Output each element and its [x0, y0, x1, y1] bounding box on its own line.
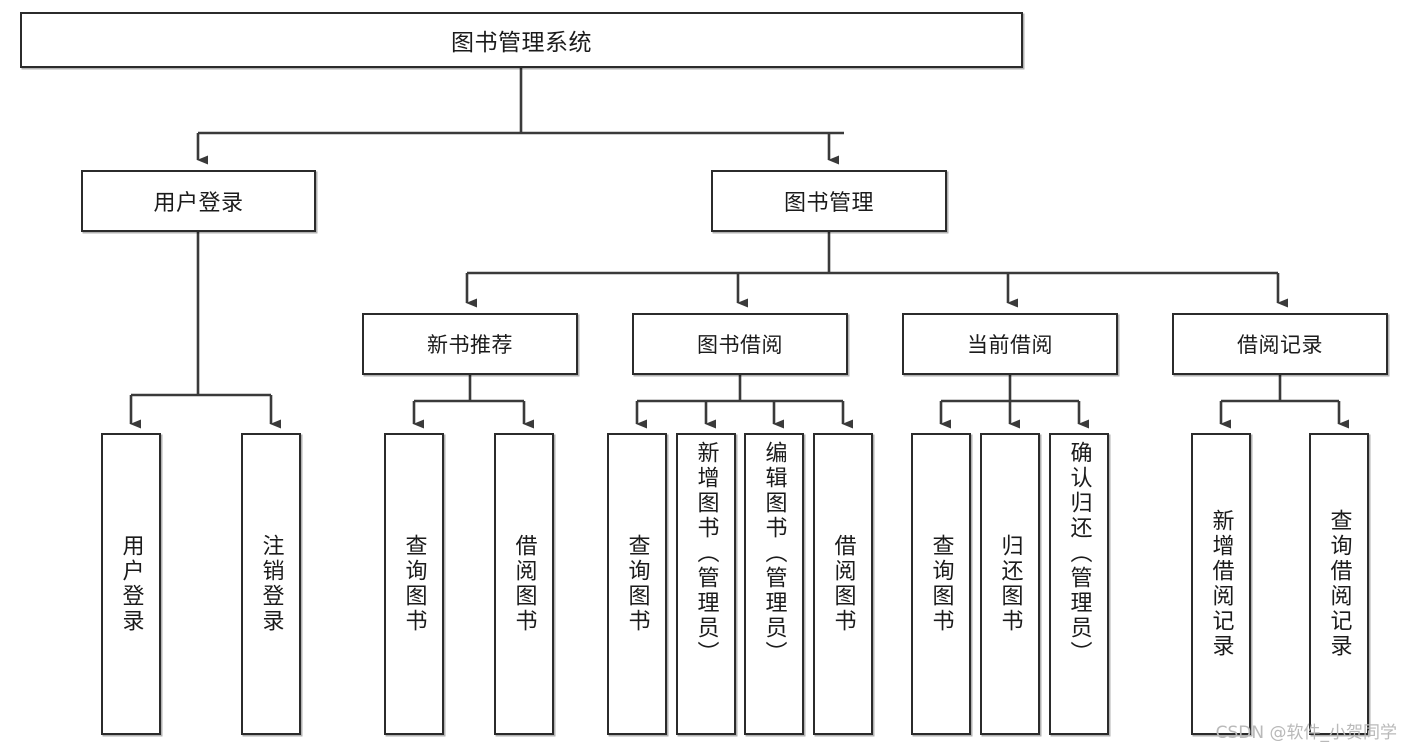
node-leaf-borrow-book-2[interactable]: 借阅图书: [813, 433, 873, 735]
node-book-borrow[interactable]: 图书借阅: [632, 313, 848, 375]
node-leaf-user-login-label: 用户登录: [118, 534, 144, 634]
node-borrow-record[interactable]: 借阅记录: [1172, 313, 1388, 375]
node-leaf-borrow-book-1[interactable]: 借阅图书: [494, 433, 554, 735]
node-leaf-logout-label: 注销登录: [258, 534, 284, 634]
node-leaf-borrow-book-2-label: 借阅图书: [830, 534, 856, 634]
node-root[interactable]: 图书管理系统: [20, 12, 1023, 68]
node-leaf-return-book[interactable]: 归还图书: [980, 433, 1040, 735]
node-leaf-query-record-label: 查询借阅记录: [1326, 509, 1352, 659]
node-leaf-query-book-1[interactable]: 查询图书: [384, 433, 444, 735]
node-leaf-borrow-book-1-label: 借阅图书: [511, 534, 537, 634]
node-new-book-recommend-label: 新书推荐: [427, 333, 513, 357]
node-leaf-add-record[interactable]: 新增借阅记录: [1191, 433, 1251, 735]
node-leaf-query-book-3[interactable]: 查询图书: [911, 433, 971, 735]
node-leaf-return-book-label: 归还图书: [997, 534, 1023, 634]
node-root-label: 图书管理系统: [451, 30, 592, 56]
node-leaf-user-login[interactable]: 用户登录: [101, 433, 161, 735]
node-leaf-edit-book[interactable]: 编辑图书（管理员）: [744, 433, 804, 735]
node-user-login[interactable]: 用户登录: [81, 170, 316, 232]
node-leaf-query-record[interactable]: 查询借阅记录: [1309, 433, 1369, 735]
node-current-borrow[interactable]: 当前借阅: [902, 313, 1118, 375]
node-book-manage[interactable]: 图书管理: [711, 170, 947, 232]
node-leaf-logout[interactable]: 注销登录: [241, 433, 301, 735]
node-leaf-edit-book-label: 编辑图书（管理员）: [761, 441, 787, 666]
node-leaf-confirm-return[interactable]: 确认归还（管理员）: [1049, 433, 1109, 735]
node-book-manage-label: 图书管理: [783, 191, 874, 216]
node-leaf-add-record-label: 新增借阅记录: [1208, 509, 1234, 659]
node-new-book-recommend[interactable]: 新书推荐: [362, 313, 578, 375]
node-leaf-confirm-return-label: 确认归还（管理员）: [1066, 441, 1092, 666]
node-leaf-add-book-label: 新增图书（管理员）: [693, 441, 719, 666]
node-current-borrow-label: 当前借阅: [967, 333, 1053, 357]
node-leaf-query-book-3-label: 查询图书: [928, 534, 954, 634]
node-leaf-query-book-1-label: 查询图书: [401, 534, 427, 634]
node-book-borrow-label: 图书借阅: [697, 333, 783, 357]
node-borrow-record-label: 借阅记录: [1237, 333, 1323, 357]
node-user-login-label: 用户登录: [153, 191, 244, 216]
node-leaf-add-book[interactable]: 新增图书（管理员）: [676, 433, 736, 735]
node-leaf-query-book-2[interactable]: 查询图书: [607, 433, 667, 735]
node-leaf-query-book-2-label: 查询图书: [624, 534, 650, 634]
